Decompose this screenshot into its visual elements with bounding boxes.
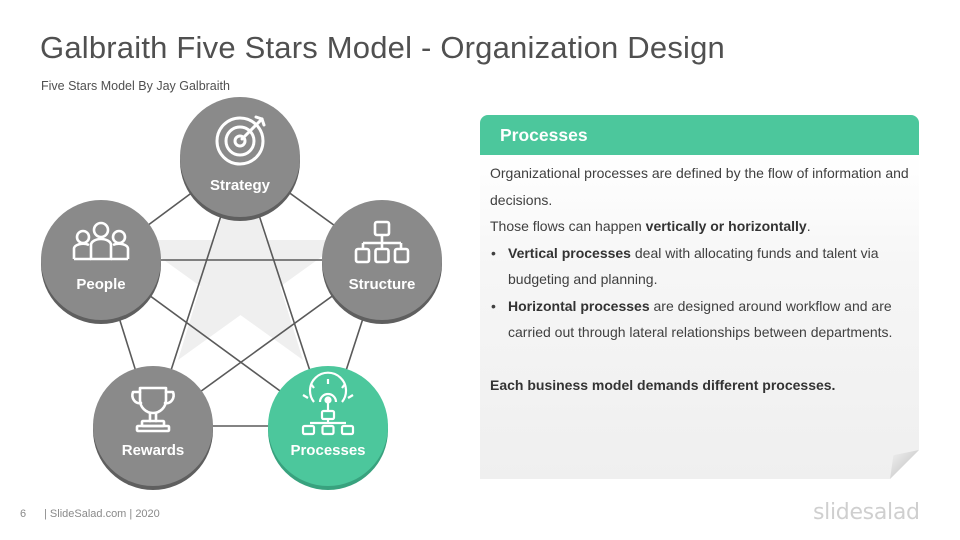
- node-circle: [322, 200, 442, 320]
- bullet-vertical: Vertical processes deal with allocating …: [490, 240, 915, 293]
- org-chart-icon: [354, 220, 410, 264]
- node-label: Strategy: [210, 177, 271, 194]
- node-label: Rewards: [122, 442, 185, 459]
- target-icon: [215, 115, 266, 166]
- panel-text: Organizational processes are defined by …: [490, 160, 915, 398]
- panel-bullets: Vertical processes deal with allocating …: [490, 240, 915, 346]
- node-processes[interactable]: Processes: [268, 366, 388, 490]
- bullet-horizontal: Horizontal processes are designed around…: [490, 293, 915, 346]
- panel-intro: Organizational processes are defined by …: [490, 165, 909, 208]
- panel-title: Processes: [500, 125, 588, 145]
- footer: 6 | SlideSalad.com | 2020: [20, 508, 160, 520]
- node-label: Structure: [349, 276, 416, 293]
- panel-header: Processes: [480, 115, 919, 155]
- panel-closing: Each business model demands different pr…: [490, 376, 836, 393]
- slide-title: Galbraith Five Stars Model - Organizatio…: [40, 30, 726, 65]
- slide-subtitle: Five Stars Model By Jay Galbraith: [41, 79, 230, 93]
- processes-panel: Processes Organizational processes are d…: [480, 115, 919, 479]
- flows-prefix: Those flows can happen: [490, 218, 646, 234]
- people-icon: [72, 221, 130, 261]
- trophy-icon: [131, 386, 175, 433]
- bullet-text: deal with allocating funds and talent vi…: [508, 244, 879, 288]
- node-structure[interactable]: Structure: [322, 200, 442, 324]
- node-circle: [180, 97, 300, 217]
- bullet-bold: Horizontal processes: [508, 297, 650, 314]
- bullet-bold: Vertical processes: [508, 244, 631, 261]
- footer-credit: | SlideSalad.com | 2020: [44, 508, 160, 520]
- node-people[interactable]: People: [41, 200, 161, 324]
- flows-suffix: .: [806, 218, 811, 234]
- bullet-text: are designed around workflow and are car…: [508, 297, 893, 341]
- node-strategy[interactable]: Strategy: [180, 97, 300, 221]
- panel-flows: Those flows can happen vertically or hor…: [490, 213, 915, 240]
- process-gear-icon: [301, 371, 355, 436]
- node-label: Processes: [290, 442, 365, 459]
- page-number: 6: [20, 508, 27, 520]
- node-rewards[interactable]: Rewards: [93, 366, 213, 490]
- node-label: People: [76, 276, 125, 293]
- slidesalad-logo: slidesalad: [813, 500, 920, 525]
- flows-bold: vertically or horizontally: [645, 218, 807, 234]
